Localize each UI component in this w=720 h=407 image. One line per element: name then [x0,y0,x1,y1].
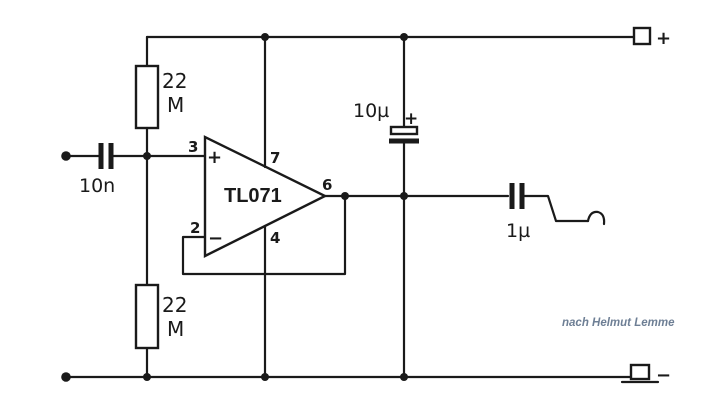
junction-dot [143,373,151,381]
pin-3-label: 3 [188,138,198,156]
pin-4-label: 4 [270,229,280,247]
negative-supply-label: − [656,365,671,386]
positive-supply-rail [145,26,652,68]
output-line [181,194,510,276]
pin-2-label: 2 [190,219,200,237]
junction-dot [400,373,408,381]
resistor-bottom-value: 22 [162,293,187,317]
inverting-sign: − [208,228,223,249]
feedback-loop [181,194,347,276]
pin-7-label: 7 [270,149,280,167]
supply-capacitor-polarity: + [404,109,418,129]
input-line [64,143,207,169]
junction-dot [143,152,151,160]
ground-terminal[interactable] [629,363,651,381]
input-capacitor-label: 10n [79,175,115,197]
resistor-bottom-unit: M [167,317,184,341]
positive-supply-label: + [656,28,671,49]
output-terminal[interactable] [586,210,606,226]
resistor-top [134,64,160,287]
resistor-top-value: 22 [162,69,187,93]
junction-dot [400,33,408,41]
resistor-top-unit: M [167,93,184,117]
junction-dot [261,33,269,41]
pin-6-label: 6 [322,176,332,194]
supply-capacitor-label: 10µ [353,100,389,122]
noninverting-sign: + [207,147,222,168]
junction-dot [400,192,408,200]
opamp-label: TL071 [224,185,282,207]
junction-dot [261,373,269,381]
junction-dot [341,192,349,200]
output-capacitor [509,183,606,226]
ground-rail [64,346,660,384]
positive-supply-terminal[interactable] [632,26,652,46]
output-capacitor-label: 1µ [506,220,530,242]
input-terminal[interactable] [61,151,71,161]
ground-input-terminal[interactable] [61,372,71,382]
credit-text: nach Helmut Lemme [562,317,675,329]
supply-capacitor [389,35,419,379]
resistor-bottom [134,283,160,350]
